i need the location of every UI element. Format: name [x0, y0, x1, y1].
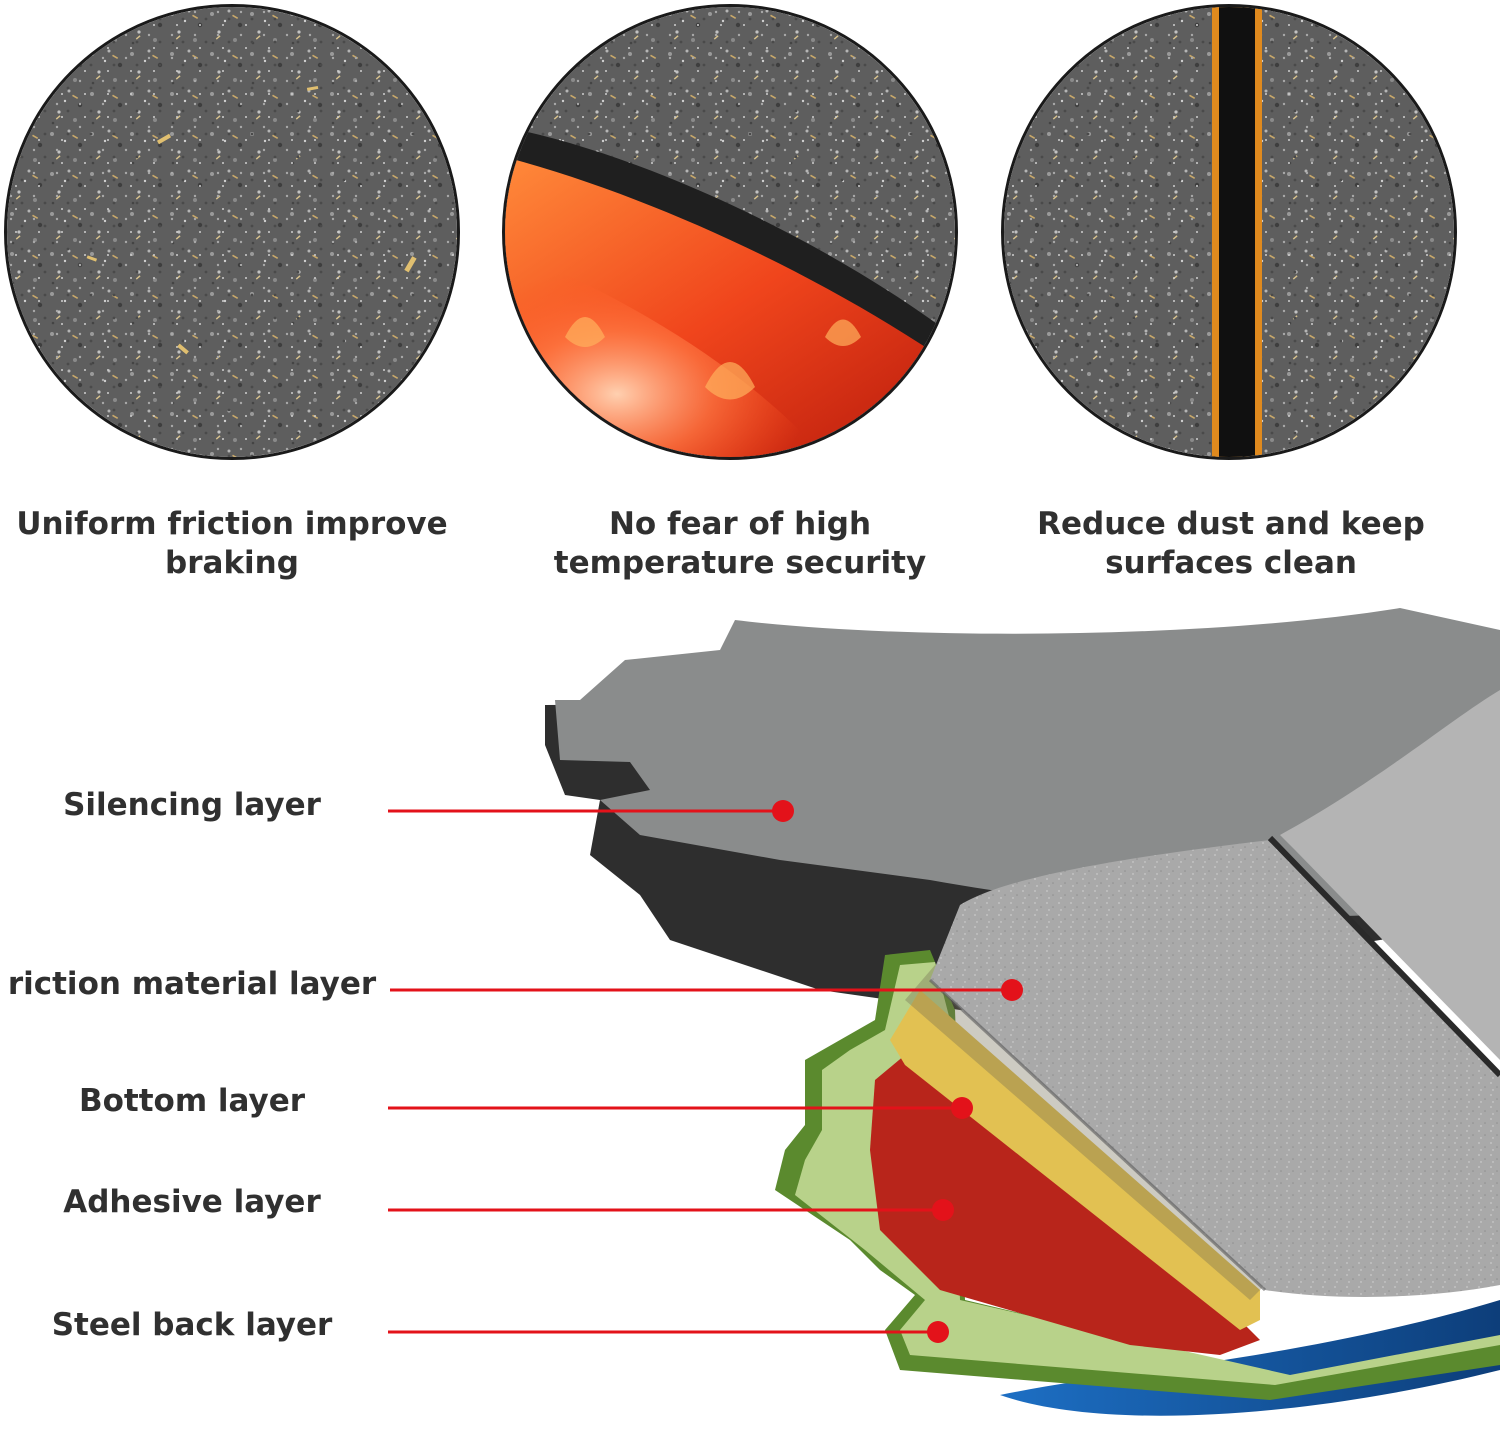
label-silencing-layer: Silencing layer	[63, 787, 321, 823]
leader-dot-silencing	[772, 800, 794, 822]
caption-line: Reduce dust and keep	[1037, 506, 1425, 542]
leader-dot-steel-back	[927, 1321, 949, 1343]
label-adhesive-layer: Adhesive layer	[63, 1184, 321, 1220]
flame-texture-icon	[502, 4, 958, 460]
friction-texture-graphic	[7, 7, 457, 457]
label-bottom-layer: Bottom layer	[78, 1083, 306, 1119]
brake-pad-layer-diagram: Silencing layer riction material layer B…	[0, 580, 1500, 1436]
caption-line: No fear of high	[608, 506, 872, 542]
caption-line: surfaces clean	[1105, 545, 1357, 581]
caption-line: temperature security	[553, 545, 927, 581]
brake-pad-illustration	[388, 608, 1500, 1416]
leader-dot-adhesive	[932, 1199, 954, 1221]
friction-texture-icon	[4, 4, 460, 460]
caption-line: Uniform friction improve	[16, 506, 448, 542]
leader-dot-friction-material	[1001, 979, 1023, 1001]
label-steel-back-layer: Steel back layer	[51, 1307, 333, 1343]
slotted-pad-graphic	[1004, 7, 1454, 457]
feature-caption-dust-reduction: Reduce dust and keep surfaces clean	[996, 505, 1466, 583]
flame-texture-graphic	[505, 7, 955, 457]
slotted-pad-icon	[1001, 4, 1457, 460]
caption-line: braking	[165, 545, 299, 581]
label-friction-material-layer: riction material layer	[7, 966, 377, 1002]
leader-dot-bottom	[951, 1097, 973, 1119]
feature-caption-uniform-friction: Uniform friction improve braking	[0, 505, 467, 583]
feature-caption-high-temperature: No fear of high temperature security	[505, 505, 975, 583]
leader-lines	[388, 800, 1023, 1343]
